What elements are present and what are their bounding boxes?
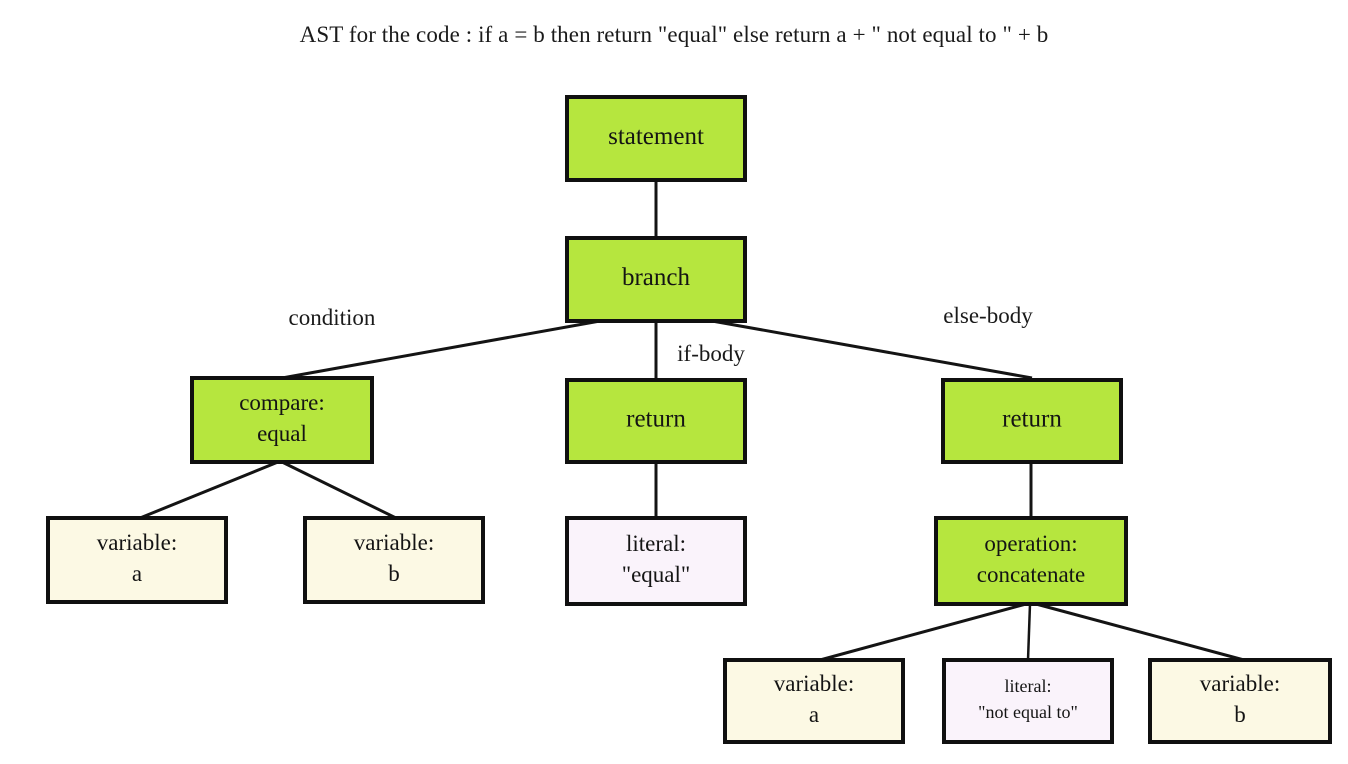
edge-branch-else-body	[711, 319, 1033, 380]
edge-operation-variable-b	[1035, 602, 1245, 662]
node-return-if-body-label-line-1: return	[626, 406, 686, 433]
node-compare-equal-label-line-1: compare:	[239, 390, 325, 415]
edge-label-if-body: if-body	[677, 341, 745, 366]
node-variable-a-right-box	[723, 658, 905, 744]
edge-compare-variable-b	[281, 460, 397, 520]
node-variable-a-left[interactable]: variable: a	[46, 516, 228, 604]
edges-layer	[139, 180, 1245, 662]
node-literal-equal-box	[565, 516, 747, 606]
edge-branch-condition	[281, 319, 601, 380]
node-literal-equal[interactable]: literal: "equal"	[565, 516, 747, 606]
node-variable-b-right-label-line-1: variable:	[1200, 671, 1280, 696]
node-variable-b-right-box	[1148, 658, 1332, 744]
edge-operation-variable-a	[819, 602, 1027, 662]
edge-labels-layer: condition if-body else-body	[289, 303, 1034, 366]
node-branch-box	[565, 236, 747, 323]
node-literal-not-equal-to[interactable]: literal: "not equal to"	[942, 658, 1114, 744]
node-operation-concatenate-label-line-1: operation:	[984, 531, 1077, 556]
node-compare-equal-label-line-2: equal	[257, 421, 307, 446]
node-compare-equal-box	[190, 376, 374, 464]
page-title: AST for the code : if a = b then return …	[299, 22, 1049, 47]
node-compare-equal[interactable]: compare: equal	[190, 376, 374, 464]
edge-operation-literal	[1026, 603, 1032, 661]
node-statement-box	[565, 95, 747, 182]
node-variable-b-left-label-line-1: variable:	[354, 530, 434, 555]
node-statement[interactable]: statement	[565, 95, 747, 182]
node-variable-b-right[interactable]: variable: b	[1148, 658, 1332, 744]
node-return-else-body-label-line-1: return	[1002, 406, 1062, 433]
node-literal-not-equal-to-label-line-1: literal:	[1005, 676, 1052, 696]
edge-label-else-body: else-body	[943, 303, 1033, 328]
node-branch[interactable]: branch	[565, 236, 747, 323]
node-return-else-body-box	[941, 378, 1123, 464]
node-operation-concatenate-box	[934, 516, 1128, 606]
node-literal-equal-label-line-1: literal:	[626, 531, 686, 556]
node-variable-a-right-label-line-2: a	[809, 702, 819, 727]
edge-compare-variable-a	[139, 460, 279, 520]
node-operation-concatenate-label-line-2: concatenate	[977, 562, 1086, 587]
node-variable-a-right[interactable]: variable: a	[723, 658, 905, 744]
node-return-if-body-box	[565, 378, 747, 464]
node-literal-not-equal-to-box	[942, 658, 1114, 744]
nodes-layer: statement branch compare: equal return return…	[46, 95, 1332, 744]
node-branch-label-line-1: branch	[622, 264, 691, 291]
node-variable-b-right-label-line-2: b	[1234, 702, 1246, 727]
node-variable-a-left-label-line-1: variable:	[97, 530, 177, 555]
node-variable-a-left-label-line-2: a	[132, 561, 142, 586]
edge-label-condition: condition	[289, 305, 376, 330]
node-return-else-body[interactable]: return	[941, 378, 1123, 464]
node-literal-not-equal-to-label-line-2: "not equal to"	[978, 702, 1078, 722]
node-variable-b-left[interactable]: variable: b	[303, 516, 485, 604]
node-variable-b-left-label-line-2: b	[388, 561, 400, 586]
node-variable-a-left-box	[46, 516, 228, 604]
node-variable-a-right-label-line-1: variable:	[774, 671, 854, 696]
node-operation-concatenate[interactable]: operation: concatenate	[934, 516, 1128, 606]
node-literal-equal-label-line-2: "equal"	[622, 562, 691, 587]
node-variable-b-left-box	[303, 516, 485, 604]
node-return-if-body[interactable]: return	[565, 378, 747, 464]
node-statement-label-line-1: statement	[608, 123, 704, 150]
